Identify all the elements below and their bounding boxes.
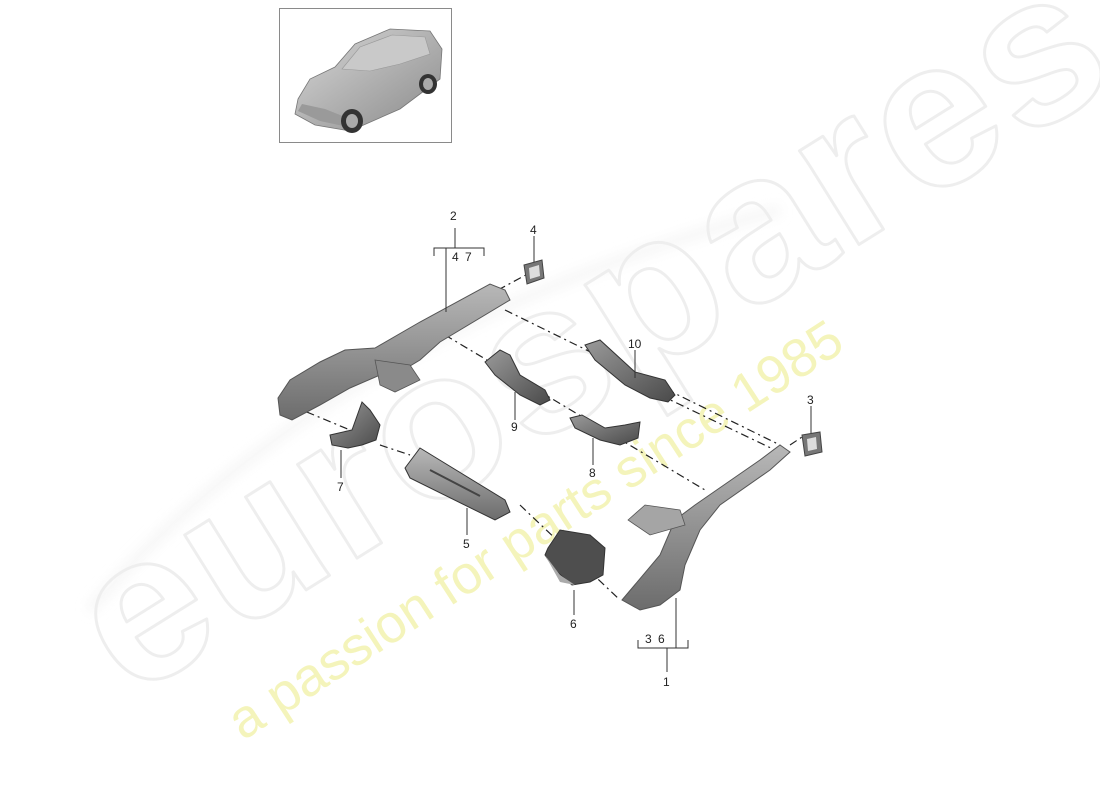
part-7-bracket[interactable] — [329, 401, 381, 449]
part-8-bracket[interactable] — [569, 414, 641, 446]
part-3-plate[interactable] — [801, 431, 823, 457]
part-10-bracket[interactable] — [584, 339, 676, 403]
part-9-bracket[interactable] — [484, 349, 551, 406]
assembly-lines — [289, 269, 806, 601]
callout-1-subitems: 3 6 — [645, 632, 665, 646]
callout-2[interactable]: 2 — [450, 209, 457, 223]
part-4-plate[interactable] — [523, 259, 545, 285]
callout-4[interactable]: 4 — [530, 223, 537, 237]
part-6-cover[interactable] — [544, 529, 606, 586]
leader-lines — [340, 228, 812, 672]
part-2-longitudinal-member-left[interactable] — [277, 283, 511, 421]
callout-7[interactable]: 7 — [337, 480, 344, 494]
callout-1[interactable]: 1 — [663, 675, 670, 689]
part-1-longitudinal-member-right[interactable] — [621, 444, 791, 611]
callout-8[interactable]: 8 — [589, 466, 596, 480]
callout-10[interactable]: 10 — [628, 337, 642, 351]
callout-3[interactable]: 3 — [807, 393, 814, 407]
vehicle-thumbnail — [279, 8, 452, 143]
callout-6[interactable]: 6 — [570, 617, 577, 631]
callout-5[interactable]: 5 — [463, 537, 470, 551]
callout-2-subitems: 4 7 — [452, 250, 472, 264]
car-image — [294, 28, 443, 133]
part-5-reinforcement[interactable] — [404, 447, 511, 521]
callout-9[interactable]: 9 — [511, 420, 518, 434]
